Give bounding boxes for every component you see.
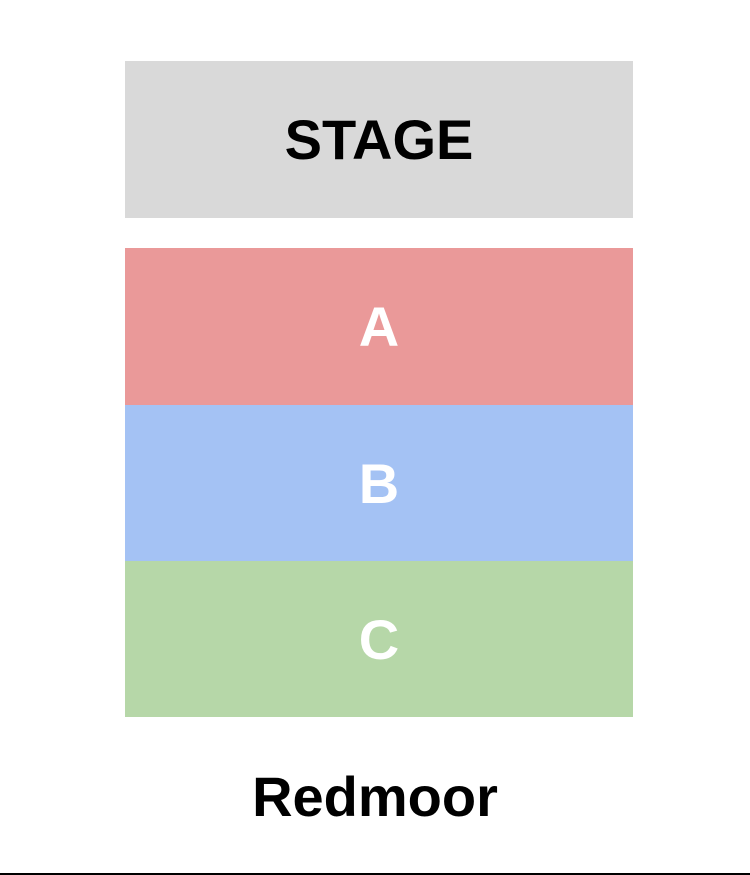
stage-label: STAGE	[284, 108, 474, 171]
section-a-label: A	[358, 295, 400, 358]
venue-name: Redmoor	[252, 765, 498, 828]
section-a[interactable]: A	[125, 248, 633, 405]
section-c[interactable]: C	[125, 561, 633, 717]
section-b-label: B	[358, 451, 400, 515]
section-b[interactable]: B	[125, 405, 633, 561]
stage-block: STAGE	[125, 61, 633, 218]
bottom-divider	[0, 873, 750, 875]
section-c-label: C	[358, 607, 400, 671]
